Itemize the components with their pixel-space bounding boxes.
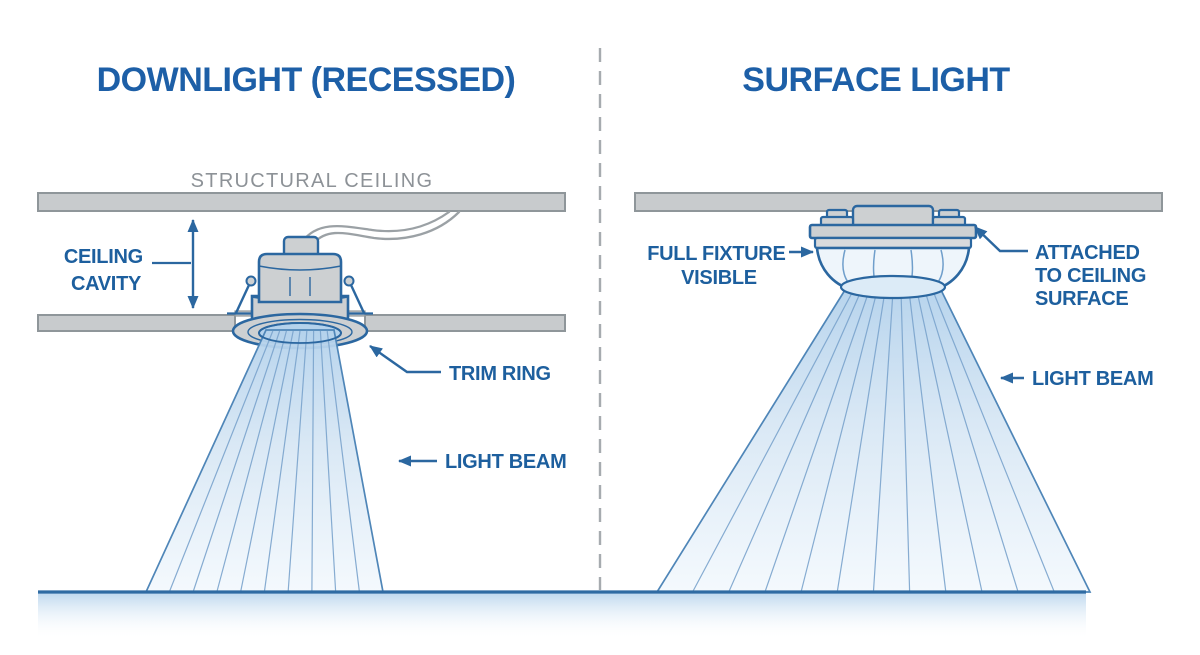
floor	[38, 590, 1086, 640]
dropped-ceiling	[37, 310, 566, 332]
beam-rays	[169, 330, 360, 592]
can-body	[257, 252, 343, 304]
left-light-beam-callout: LIGHT BEAM	[398, 451, 567, 473]
trim-ring-arrow	[369, 345, 441, 374]
left-panel-title: DOWNLIGHT (RECESSED)	[97, 61, 516, 99]
left-light-beam-label: LIGHT BEAM	[445, 451, 566, 473]
structural-ceiling-bar	[37, 192, 566, 212]
structural-ceiling-label: STRUCTURAL CEILING	[191, 170, 434, 192]
full-fixture-callout: FULL FIXTURE VISIBLE	[647, 243, 814, 289]
opening-outline	[258, 322, 342, 344]
trim-ring-label: TRIM RING	[449, 363, 551, 385]
left-panel: DOWNLIGHT (RECESSED) STRUCTURAL CEILING …	[37, 61, 567, 593]
attached-callout: ATTACHED TO CEILING SURFACE	[974, 226, 1151, 310]
attached-label: ATTACHED TO CEILING SURFACE	[1035, 242, 1151, 310]
full-fixture-label: FULL FIXTURE VISIBLE	[647, 243, 791, 289]
ceiling-cavity-label: CEILING CAVITY	[64, 246, 148, 295]
wire	[300, 210, 461, 245]
trim-ring-callout: TRIM RING	[369, 345, 551, 385]
base-plate	[808, 223, 978, 240]
can-seam	[258, 265, 342, 271]
spring-clips	[227, 275, 373, 315]
floor-glow	[38, 593, 1086, 640]
dome-rim	[839, 274, 947, 300]
attached-arrow	[974, 226, 1028, 253]
recessed-fixture	[227, 235, 373, 350]
surface-fixture	[808, 204, 978, 300]
ceiling-cavity-dimension: CEILING CAVITY	[64, 219, 199, 309]
right-light-beam-callout: LIGHT BEAM	[1000, 368, 1154, 390]
right-light-beam-label: LIGHT BEAM	[1032, 368, 1153, 390]
beam-rays	[692, 290, 1055, 592]
right-panel: SURFACE LIGHT	[634, 61, 1163, 593]
base-plate-lower	[813, 236, 973, 250]
right-panel-title: SURFACE LIGHT	[742, 61, 1010, 99]
